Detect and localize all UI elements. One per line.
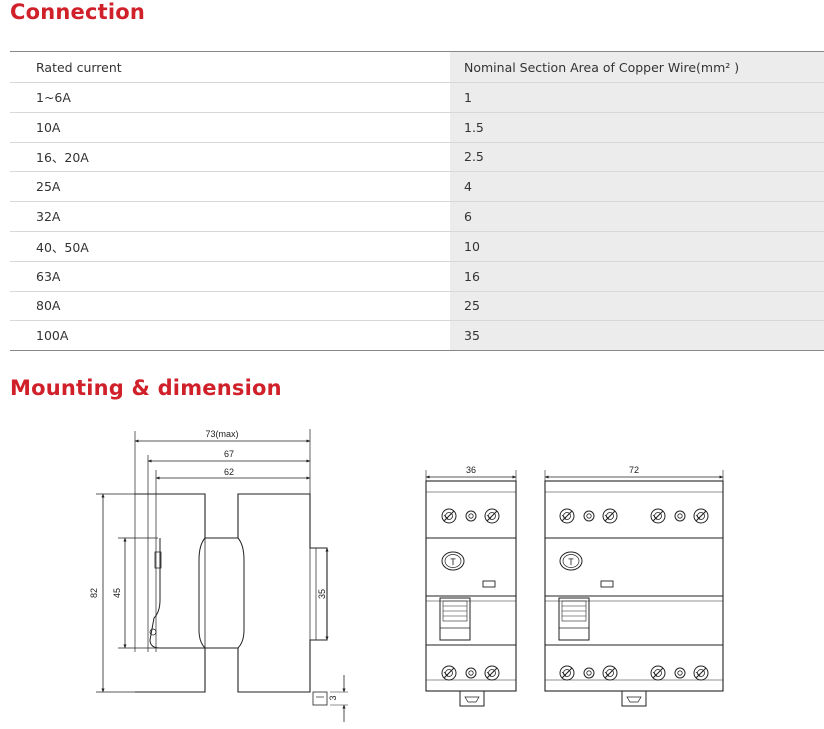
rated-current-cell: 80A xyxy=(10,291,450,322)
wire-area-cell: 2.5 xyxy=(450,142,824,173)
rated-current-cell: 40、50A xyxy=(10,231,450,262)
test-button-4p: T xyxy=(559,551,583,571)
dim-4p-width-label: 72 xyxy=(629,465,639,475)
rated-current-cell: 32A xyxy=(10,201,450,232)
table-header-row: Rated current Nominal Section Area of Co… xyxy=(10,51,824,83)
dim-width-62-label: 62 xyxy=(224,467,234,477)
rated-current-cell: 1~6A xyxy=(10,82,450,113)
column-header-rated-current: Rated current xyxy=(10,51,450,83)
front-view-4p-drawing xyxy=(544,470,724,707)
wire-area-cell: 1 xyxy=(450,82,824,113)
dim-height-35-label: 35 xyxy=(317,589,327,599)
terminal-screws-4p-top xyxy=(559,508,709,524)
dim-width-67-label: 67 xyxy=(224,449,234,459)
rated-current-cell: 63A xyxy=(10,261,450,292)
test-button-4p-label: T xyxy=(568,557,574,567)
wire-area-cell: 6 xyxy=(450,201,824,232)
dim-depth-3-label: 3 xyxy=(328,695,338,700)
rated-current-cell: 25A xyxy=(10,171,450,203)
wire-area-cell: 35 xyxy=(450,320,824,352)
rated-current-cell: 100A xyxy=(10,320,450,352)
terminal-screws-4p-bottom xyxy=(559,665,709,681)
terminal-screws-2p-top xyxy=(441,508,500,524)
test-button-2p-label: T xyxy=(450,557,456,567)
wire-section-table: Rated current Nominal Section Area of Co… xyxy=(10,51,824,352)
wire-area-cell: 16 xyxy=(450,261,824,292)
column-header-wire-area: Nominal Section Area of Copper Wire(mm² … xyxy=(450,51,824,83)
wire-area-cell: 1.5 xyxy=(450,112,824,143)
dim-height-82-label: 82 xyxy=(89,588,99,598)
mounting-title: Mounting & dimension xyxy=(10,376,282,400)
wire-area-cell: 25 xyxy=(450,291,824,322)
dim-2p-width-label: 36 xyxy=(466,465,476,475)
terminal-screws-2p-bottom xyxy=(441,665,500,681)
side-view-drawing xyxy=(96,429,348,722)
dim-height-45-label: 45 xyxy=(112,588,122,598)
wire-area-cell: 10 xyxy=(450,231,824,262)
rated-current-cell: 10A xyxy=(10,112,450,143)
wire-area-cell: 4 xyxy=(450,171,824,203)
rated-current-cell: 16、20A xyxy=(10,142,450,173)
test-button-2p: T xyxy=(441,551,465,571)
front-view-2p-drawing xyxy=(425,470,517,707)
dim-overall-width-label: 73(max) xyxy=(205,429,238,439)
connection-title: Connection xyxy=(10,0,146,24)
